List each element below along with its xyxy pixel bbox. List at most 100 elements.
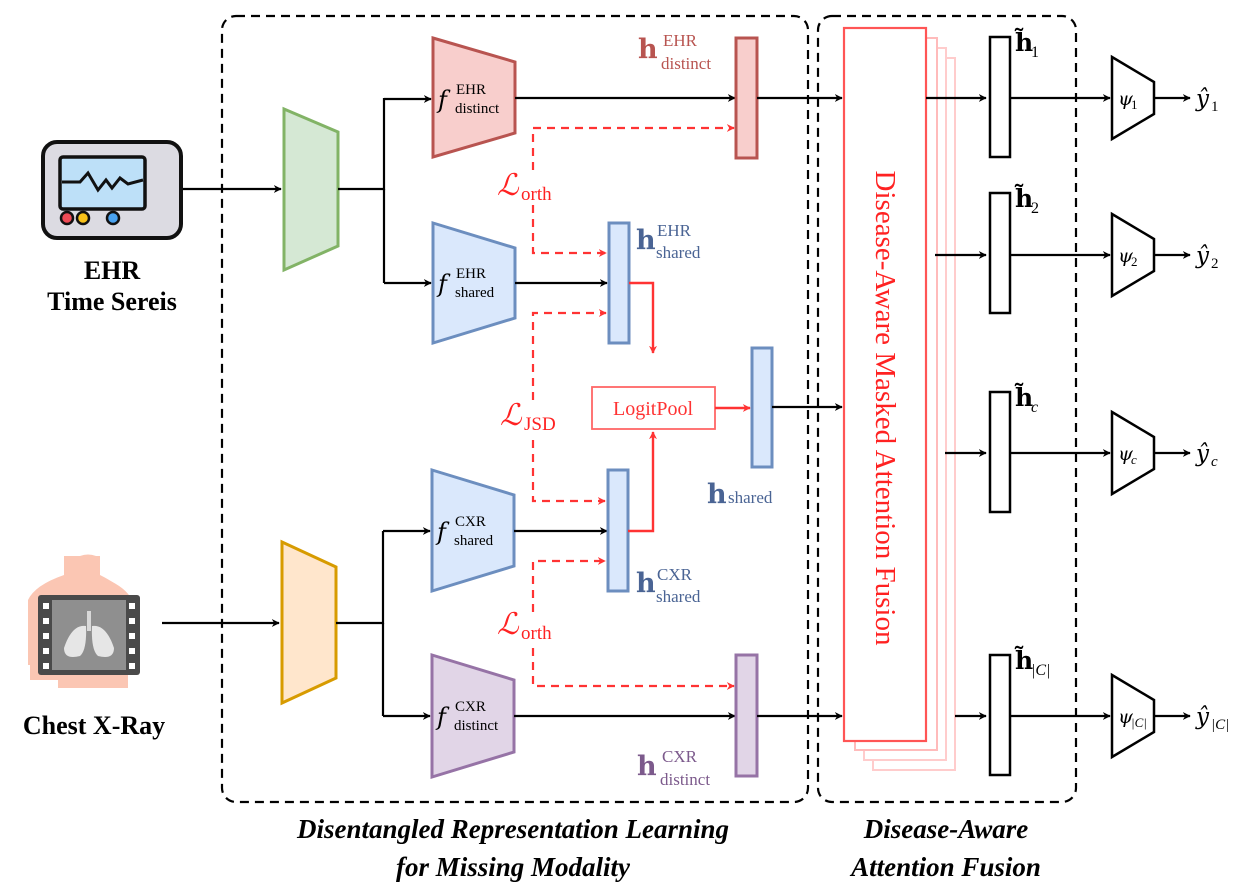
f-ehr-shared-sup: EHR	[456, 266, 486, 282]
cxr-encoder	[280, 539, 338, 706]
psi-classifier	[1110, 409, 1156, 497]
orth-bottom-to-h-cxr-shared	[531, 557, 606, 612]
ehr-encoder	[282, 106, 340, 273]
h-ehr-distinct-sub: distinct	[661, 54, 711, 73]
y-hat-base: ŷ	[1195, 704, 1210, 730]
h-ehr-distinct-bar	[734, 36, 759, 160]
arrow-ehr-shared-to-logitpool	[629, 281, 657, 354]
f-cxr-shared-sup: CXR	[455, 514, 486, 530]
loss-orth-bottom-base: ℒ	[497, 607, 520, 642]
f-cxr-distinct-block: f CXR distinct	[430, 652, 516, 780]
f-cxr-shared-sub: shared	[454, 533, 494, 549]
h-tilde-base: h̃	[1014, 383, 1033, 412]
branch-cxr	[336, 531, 385, 625]
y-hat-base: ŷ	[1195, 86, 1210, 112]
caption-right-line1: Disease-Aware	[863, 814, 1028, 844]
h-tilde-sub: |C|	[1031, 662, 1050, 679]
output-row-4: h̃|C|ψ|C|ŷ|C|	[955, 646, 1229, 777]
h-tilde-sub: 1	[1031, 44, 1039, 61]
h-tilde-base: h̃	[1014, 184, 1033, 213]
loss-jsd-base: ℒ	[500, 398, 523, 433]
ehr-label-line2: Time Sereis	[47, 287, 177, 316]
h-shared-sub: shared	[728, 488, 773, 507]
caption-right-line2: Attention Fusion	[849, 852, 1041, 882]
h-shared-base: h	[707, 479, 727, 510]
f-ehr-distinct-sup: EHR	[456, 82, 486, 98]
h-cxr-distinct-sub: distinct	[660, 770, 710, 789]
caption-left-line1: Disentangled Representation Learning	[296, 814, 729, 844]
h-tilde-bar	[988, 191, 1012, 315]
disentangled-group-box	[220, 14, 810, 804]
f-cxr-distinct-sup: CXR	[455, 699, 486, 715]
h-shared-label: h shared	[707, 479, 773, 510]
y-hat-base: ŷ	[1195, 243, 1210, 269]
h-tilde-sub: 2	[1031, 200, 1039, 217]
psi-base: ψ	[1118, 443, 1134, 465]
y-hat-sub: c	[1211, 454, 1218, 470]
f-ehr-distinct-block: f EHR distinct	[431, 35, 517, 160]
loss-jsd-sub: JSD	[524, 414, 556, 435]
loss-orth-top-base: ℒ	[497, 168, 520, 203]
f-cxr-shared-block: f CXR shared	[430, 467, 516, 594]
jsd-to-h-ehr-shared	[531, 309, 607, 400]
h-ehr-shared-bar	[607, 221, 631, 345]
h-ehr-distinct-label: h EHR distinct	[638, 31, 711, 73]
psi-classifier	[1110, 54, 1156, 142]
y-hat-sub: 2	[1211, 256, 1219, 272]
f-ehr-distinct-sub: distinct	[455, 101, 500, 117]
h-tilde-bar	[988, 390, 1012, 514]
y-hat-sub: |C|	[1211, 717, 1229, 733]
chest-xray-icon	[28, 554, 140, 688]
h-ehr-shared-base: h	[636, 225, 656, 256]
h-tilde-base: h̃	[1014, 646, 1033, 675]
psi-classifier	[1110, 211, 1156, 299]
psi-base: ψ	[1118, 706, 1134, 728]
loss-orth-bottom-sub: orth	[521, 623, 552, 644]
psi-base: ψ	[1118, 245, 1134, 267]
orth-top-to-h-ehr-shared	[531, 205, 607, 257]
cxr-label: Chest X-Ray	[23, 711, 165, 740]
h-ehr-distinct-base: h	[638, 34, 658, 65]
h-ehr-shared-sup: EHR	[657, 221, 692, 240]
fusion-block: Disease-Aware Masked Attention Fusion	[842, 26, 956, 771]
h-cxr-shared-sup: CXR	[657, 565, 693, 584]
h-cxr-distinct-label: h CXR distinct	[637, 747, 710, 789]
y-hat-sub: 1	[1211, 99, 1219, 115]
h-tilde-base: h̃	[1014, 28, 1033, 57]
h-cxr-shared-bar	[606, 468, 630, 593]
orth-top-to-h-ehr-distinct	[531, 124, 735, 170]
f-cxr-distinct-sub: distinct	[454, 718, 499, 734]
ehr-label-line1: EHR	[84, 256, 141, 285]
h-tilde-sub: c	[1031, 399, 1038, 416]
y-hat-base: ŷ	[1195, 441, 1210, 467]
loss-orth-bottom: ℒ orth	[497, 607, 552, 644]
h-cxr-distinct-base: h	[637, 751, 657, 782]
psi-sub: 2	[1131, 254, 1138, 269]
psi-sub: |C|	[1131, 715, 1147, 730]
f-ehr-shared-sub: shared	[455, 285, 495, 301]
h-tilde-bar	[988, 35, 1012, 159]
ehr-monitor-icon	[41, 140, 183, 240]
h-ehr-shared-label: h EHR shared	[636, 221, 701, 262]
caption-left-line2: for Missing Modality	[396, 852, 631, 882]
h-ehr-shared-sub: shared	[656, 243, 701, 262]
psi-sub: 1	[1131, 97, 1138, 112]
h-cxr-shared-base: h	[636, 568, 656, 599]
psi-sub: c	[1131, 452, 1137, 467]
jsd-to-h-cxr-shared	[531, 440, 606, 505]
psi-base: ψ	[1118, 88, 1134, 110]
h-ehr-distinct-sup: EHR	[663, 31, 698, 50]
branch-ehr	[338, 98, 386, 191]
arrow-cxr-shared-to-logitpool	[628, 431, 657, 533]
h-cxr-distinct-bar	[734, 653, 759, 778]
h-cxr-shared-sub: shared	[656, 587, 701, 606]
psi-classifier	[1110, 672, 1156, 760]
fusion-group-box	[816, 14, 1078, 804]
fusion-label: Disease-Aware Masked Attention Fusion	[869, 171, 901, 646]
loss-orth-top-sub: orth	[521, 184, 552, 205]
